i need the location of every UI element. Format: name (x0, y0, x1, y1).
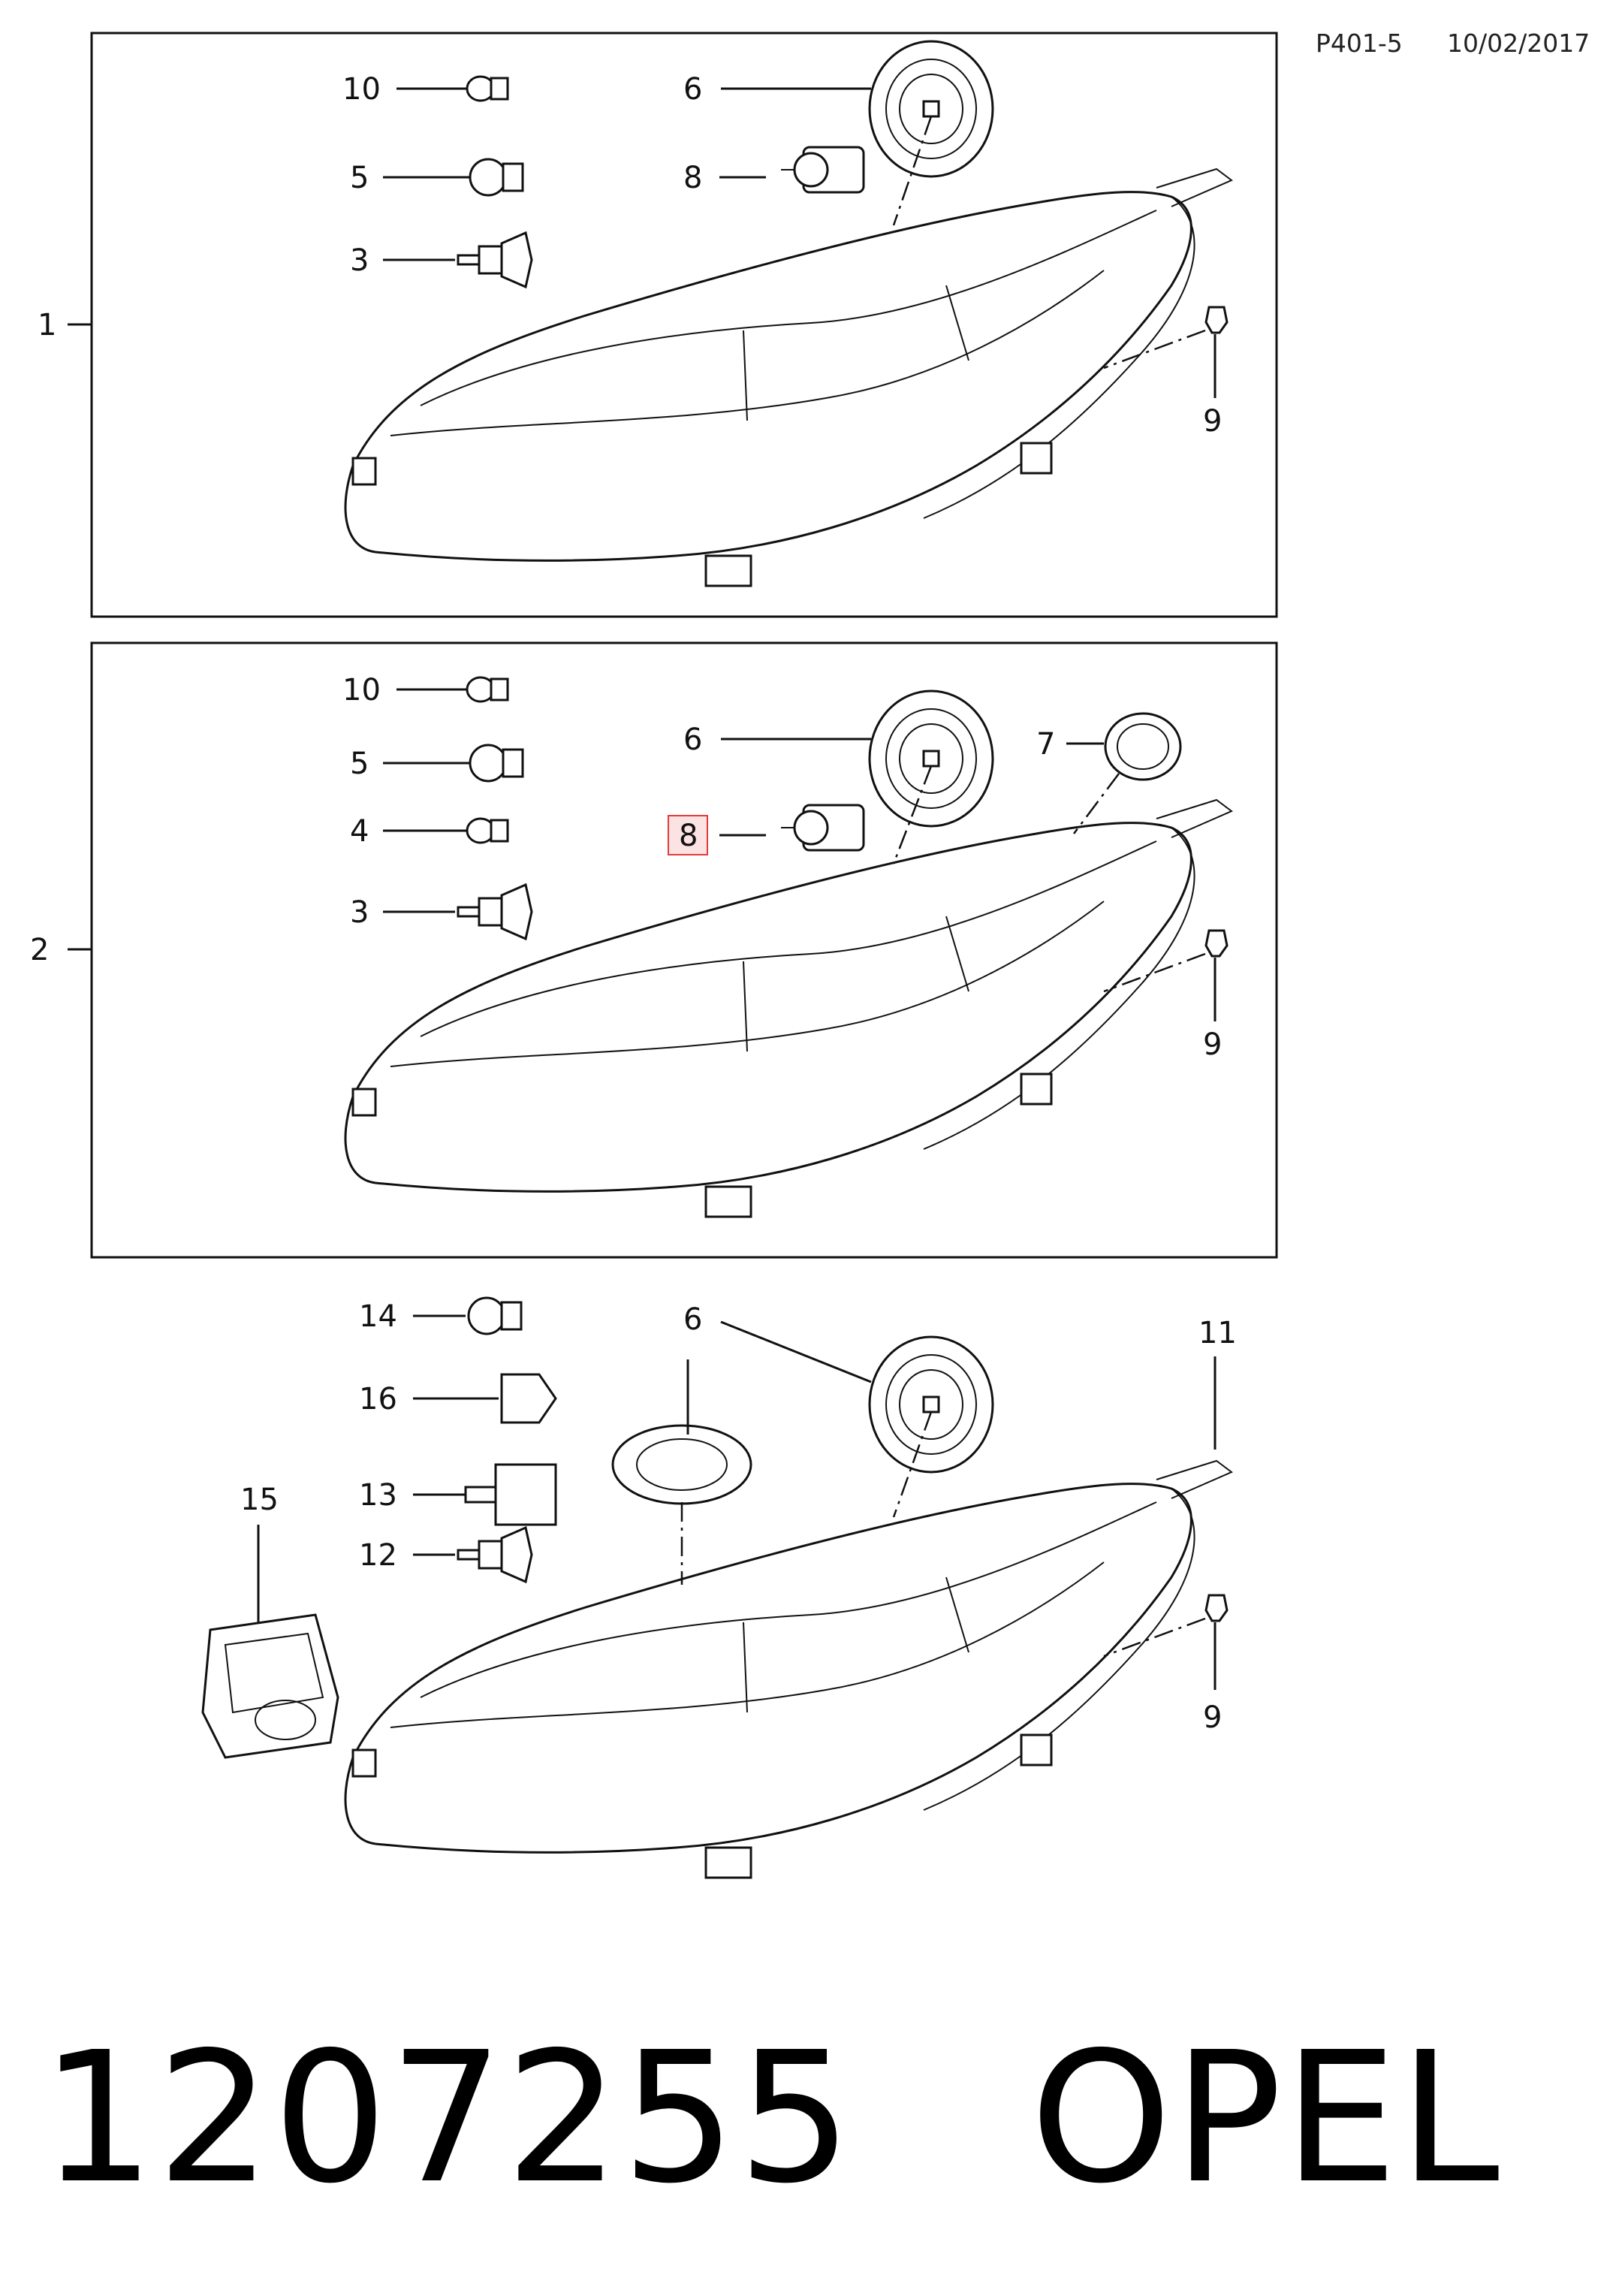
diagram-date: 10/02/2017 (1447, 29, 1590, 58)
callout-5: 5 (350, 161, 369, 195)
bulb-5-icon (469, 158, 524, 197)
bulb-5-icon (469, 744, 524, 783)
cap-6-icon (868, 40, 994, 178)
bulb-12-icon (457, 1526, 533, 1583)
highlighted-callout-box (668, 815, 708, 855)
brand-name: OPEL (1030, 2013, 1501, 2223)
bulb-14-icon (467, 1296, 523, 1335)
motor-8-icon (779, 146, 865, 194)
callout-11: 11 (1198, 1316, 1237, 1350)
clip-9-icon (1204, 1594, 1229, 1622)
cover-icon (611, 1424, 752, 1505)
clip-9-icon (1204, 929, 1229, 958)
ballast-15-icon (201, 1613, 339, 1759)
group-label-1: 1 (38, 308, 56, 342)
callout-3: 3 (350, 243, 369, 278)
callout-12: 12 (359, 1538, 397, 1573)
adapter-16-icon (500, 1373, 557, 1424)
clip-9-icon (1204, 306, 1229, 334)
callout-6: 6 (683, 723, 702, 757)
headlamp-assembly (344, 167, 1233, 587)
bulb-3-icon (457, 231, 533, 288)
callout-3: 3 (350, 895, 369, 930)
callout-13: 13 (359, 1478, 397, 1513)
group-label-2: 2 (30, 933, 49, 967)
motor-8-icon (779, 804, 865, 852)
bulb-3-icon (457, 883, 533, 940)
callout-6: 6 (683, 72, 702, 107)
callout-16: 16 (359, 1382, 397, 1417)
part-number-footer: 1207255 OPEL (41, 2028, 1501, 2208)
callout-15: 15 (240, 1483, 279, 1517)
callout-4: 4 (350, 814, 369, 849)
callout-9: 9 (1203, 1700, 1222, 1735)
bulb-10-icon (466, 676, 509, 703)
callout-8-highlighted: 8 (679, 819, 698, 853)
bulb-10-icon (466, 75, 509, 102)
callout-14: 14 (359, 1299, 397, 1334)
callout-9: 9 (1203, 404, 1222, 439)
callout-6: 6 (683, 1302, 702, 1337)
callout-8: 8 (683, 161, 702, 195)
bulb-13-icon (464, 1486, 497, 1504)
headlamp-assembly (344, 1459, 1233, 1879)
callout-10: 10 (342, 72, 381, 107)
cap-6-icon (868, 689, 994, 828)
callout-5: 5 (350, 747, 369, 781)
diagram-code: P401-5 (1316, 29, 1403, 58)
ring-7-icon (1104, 712, 1182, 781)
callout-9: 9 (1203, 1027, 1222, 1062)
cap-6-icon (868, 1335, 994, 1474)
callout-10: 10 (342, 673, 381, 708)
part-number: 1207255 (41, 2013, 854, 2223)
bulb-4-icon (466, 817, 509, 844)
headlamp-assembly (344, 798, 1233, 1218)
callout-7: 7 (1036, 727, 1055, 762)
